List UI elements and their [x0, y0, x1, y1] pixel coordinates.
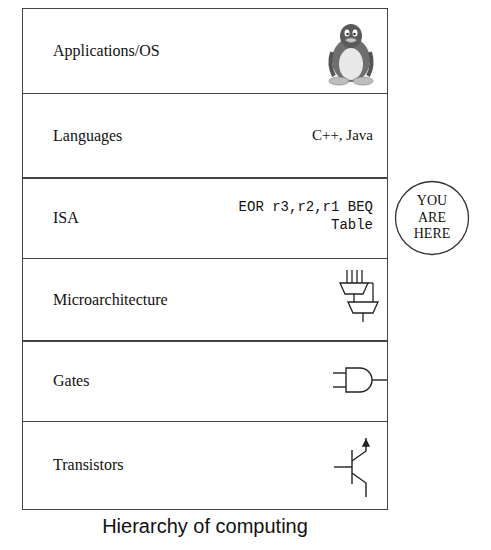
transistor-icon — [334, 438, 369, 497]
layer-label: Transistors — [53, 456, 124, 474]
layer-band: Gates — [22, 340, 388, 422]
layer-band: Applications/OS — [22, 8, 388, 94]
penguin-icon — [329, 24, 373, 85]
layer-band: Microarchitecture — [22, 258, 388, 342]
layer-label: Languages — [53, 127, 122, 145]
layer-label: YOU ARE HERE — [409, 193, 455, 243]
circle-shape — [396, 182, 469, 255]
layer-label: Microarchitecture — [53, 291, 168, 309]
layer-label: Applications/OS — [53, 42, 160, 60]
callout-circle: YOU ARE HERE — [394, 180, 470, 256]
mux-icon — [340, 270, 378, 322]
layer-label: ISA — [53, 209, 79, 227]
layer-band: ISA EOR r3,r2,r1 BEQ Table — [22, 177, 388, 259]
layer-band: Languages C++, Java — [22, 93, 388, 179]
layer-example: C++, Java — [312, 127, 373, 144]
layer-label: Gates — [53, 372, 89, 390]
and-gate-icon — [333, 368, 388, 392]
layer-example: EOR r3,r2,r1 BEQ Table — [233, 198, 373, 234]
figure-caption: Hierarchy of computing — [22, 515, 388, 538]
layer-band: Transistors — [22, 421, 388, 510]
